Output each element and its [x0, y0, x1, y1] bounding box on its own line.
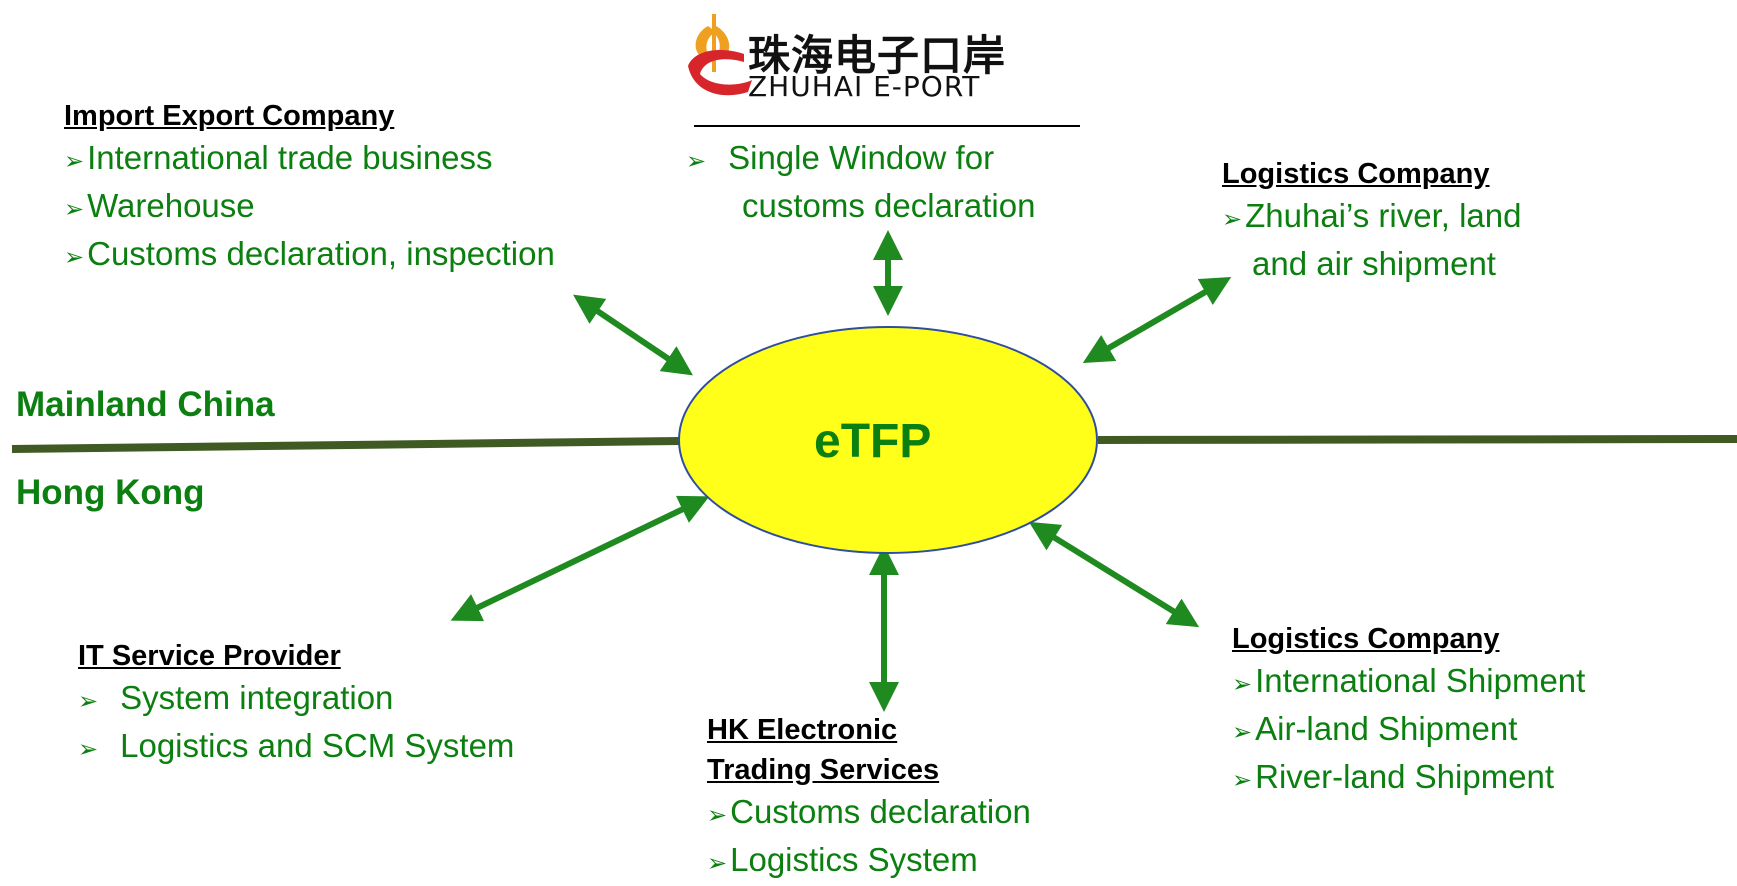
- logistics-hk-list: ➢International Shipment ➢Air-land Shipme…: [1232, 659, 1585, 803]
- list-item: ➢River-land Shipment: [1232, 755, 1585, 803]
- arrow-bullet-icon: ➢: [78, 736, 99, 763]
- arrow-bullet-icon: ➢: [1222, 206, 1243, 233]
- import-export-heading: Import Export Company: [64, 100, 395, 132]
- etfp-label: eTFP: [814, 415, 932, 468]
- list-item: ➢Zhuhai’s river, land: [1222, 194, 1521, 242]
- hk-ets-heading-line2: Trading Services: [707, 754, 940, 786]
- arrow-bullet-icon: ➢: [686, 148, 707, 175]
- logo-underline: [694, 125, 1080, 127]
- list-item: ➢Air-land Shipment: [1232, 707, 1585, 755]
- arrow-bullet-icon: ➢: [78, 688, 99, 715]
- eport-list: ➢Single Window for customs declaration: [686, 136, 1035, 228]
- it-service-list: ➢System integration ➢Logistics and SCM S…: [78, 676, 514, 772]
- border-divider-line: [11, 435, 1737, 453]
- arrow-import-export: [573, 294, 693, 376]
- arrow-bullet-icon: ➢: [1232, 671, 1253, 698]
- list-item: and air shipment: [1252, 245, 1496, 282]
- logistics-company-hk-block: Logistics Company ➢International Shipmen…: [1232, 619, 1585, 803]
- import-export-company-block: Import Export Company ➢International tra…: [64, 96, 555, 280]
- list-item: ➢Customs declaration: [707, 790, 1031, 838]
- list-item: ➢International Shipment: [1232, 659, 1585, 707]
- region-hong-kong: Hong Kong: [16, 473, 205, 512]
- list-item: ➢Customs declaration, inspection: [64, 232, 555, 280]
- etfp-ellipse: [678, 326, 1098, 554]
- hk-electronic-trading-block: HK Electronic Trading Services ➢Customs …: [707, 710, 1031, 886]
- it-service-provider-block: IT Service Provider ➢System integration …: [78, 636, 514, 772]
- logistics-cn-list: ➢Zhuhai’s river, land and air shipment: [1222, 194, 1521, 286]
- zhuhai-eport-logo-icon: [688, 14, 752, 96]
- logistics-hk-heading: Logistics Company: [1232, 623, 1500, 655]
- import-export-list: ➢International trade business ➢Warehouse…: [64, 136, 555, 280]
- arrow-bullet-icon: ➢: [1232, 719, 1253, 746]
- arrow-bullet-icon: ➢: [64, 244, 85, 271]
- list-item: ➢System integration: [78, 676, 514, 724]
- arrow-bullet-icon: ➢: [707, 802, 728, 829]
- list-item: ➢Single Window for: [686, 136, 1035, 184]
- arrow-logistics-hk: [1028, 521, 1200, 628]
- it-service-heading: IT Service Provider: [78, 640, 341, 672]
- eport-block: ➢Single Window for customs declaration: [686, 136, 1035, 228]
- list-item: ➢Warehouse: [64, 184, 555, 232]
- arrow-bullet-icon: ➢: [707, 850, 728, 877]
- list-item: ➢International trade business: [64, 136, 555, 184]
- region-mainland-china: Mainland China: [16, 385, 275, 424]
- logistics-company-cn-block: Logistics Company ➢Zhuhai’s river, land …: [1222, 154, 1521, 286]
- arrow-bullet-icon: ➢: [64, 196, 85, 223]
- arrow-bullet-icon: ➢: [1232, 767, 1253, 794]
- logo-chinese-text: 珠海电子口岸: [748, 31, 1007, 80]
- hk-ets-heading-line1: HK Electronic: [707, 714, 898, 746]
- arrow-bullet-icon: ➢: [64, 148, 85, 175]
- list-item: ➢Logistics and SCM System: [78, 724, 514, 772]
- list-item: ➢Logistics System: [707, 838, 1031, 886]
- logistics-cn-heading: Logistics Company: [1222, 158, 1490, 190]
- list-item: customs declaration: [742, 187, 1036, 224]
- arrow-logistics-cn: [1082, 276, 1232, 364]
- hk-ets-list: ➢Customs declaration ➢Logistics System: [707, 790, 1031, 886]
- logo-english-text: ZHUHAI E-PORT: [748, 70, 981, 103]
- arrow-it-service: [450, 495, 710, 622]
